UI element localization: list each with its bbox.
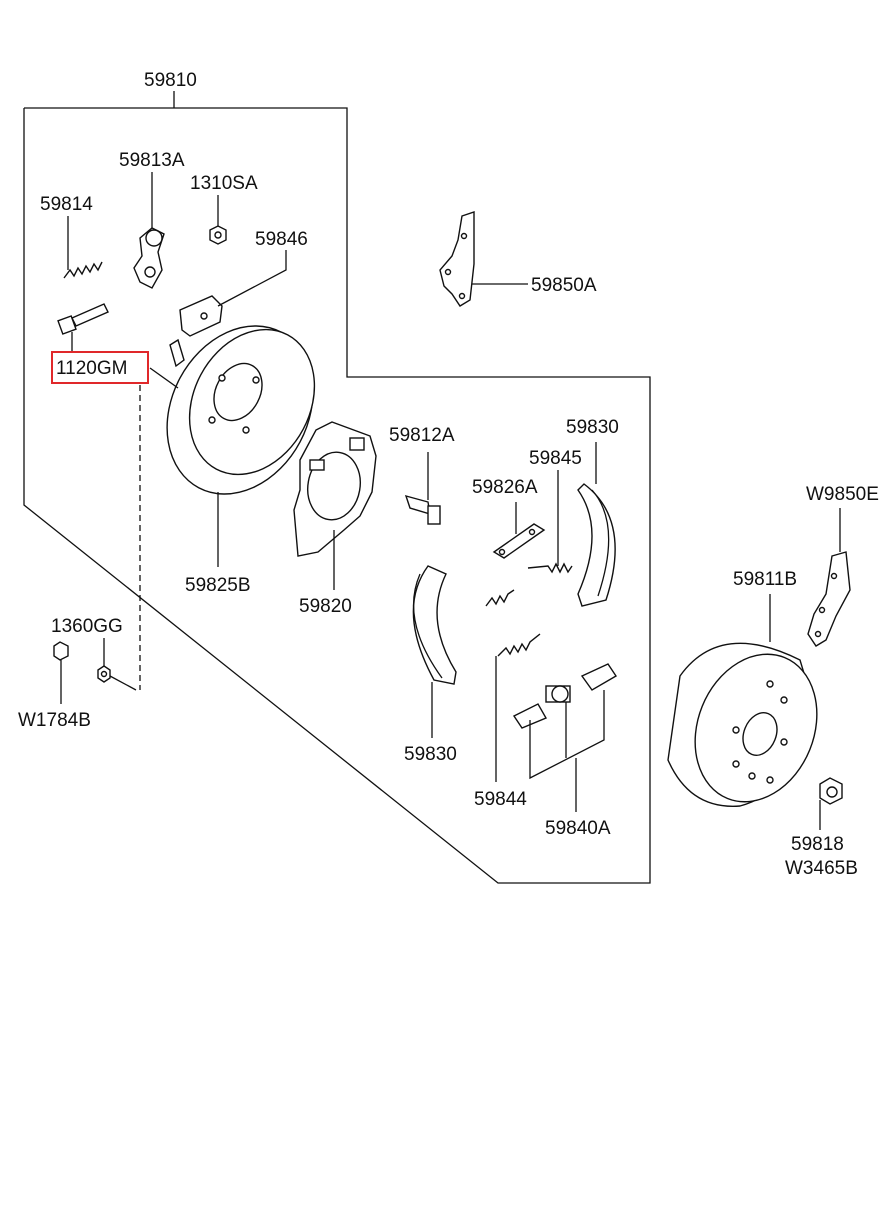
label-backing-plate: 59820 (299, 596, 352, 617)
label-shoe-bottom: 59830 (404, 744, 457, 765)
link-59826-part (492, 523, 546, 559)
bracket-w9850-part (807, 551, 851, 647)
shoe-top-part (577, 483, 616, 607)
leader-adjuster-a (529, 690, 605, 780)
drum-outer-part (667, 642, 818, 807)
label-nut-1360: 1360GG (51, 616, 123, 637)
assembly-boundary (23, 107, 651, 884)
label-bolt-1120: 1120GM (56, 358, 127, 379)
lever-arm-part (133, 227, 165, 289)
nut-1360-part (53, 641, 111, 683)
leader-plate-59846 (217, 250, 287, 307)
label-drum-outer: 59811B (733, 569, 797, 590)
label-assembly: 59810 (144, 70, 197, 91)
drum-inner-part (166, 325, 316, 495)
label-spring-59844: 59844 (474, 789, 527, 810)
label-nut-59818: 59818 (791, 834, 844, 855)
shoe-bottom-part (412, 565, 457, 685)
nut-1310-part (209, 225, 227, 245)
label-nut-w3465: W3465B (785, 858, 858, 879)
label-shoe-top: 59830 (566, 417, 619, 438)
label-plate-59846: 59846 (255, 229, 308, 250)
label-drum-inner: 59825B (185, 575, 251, 596)
label-nut-1310: 1310SA (190, 173, 258, 194)
label-spring-59845: 59845 (529, 448, 582, 469)
spring-59845-part (527, 562, 573, 574)
spring-59844-part (497, 633, 541, 657)
bolt-1120-part (57, 303, 109, 335)
spring-59814-part (63, 261, 103, 279)
adjuster-part (512, 663, 617, 729)
nut-59818-part (819, 777, 843, 805)
spring-small-part (485, 589, 515, 607)
label-link-59826: 59826A (472, 477, 538, 498)
leader-bolt-to-drum (149, 367, 179, 389)
label-bracket-59850: 59850A (531, 275, 597, 296)
label-adjuster: 59840A (545, 818, 611, 839)
label-bracket-w9850: W9850E (806, 484, 879, 505)
label-pin-59812: 59812A (389, 425, 455, 446)
label-spring-59814: 59814 (40, 194, 93, 215)
backing-plate-part (293, 421, 377, 557)
highlight-box (51, 351, 149, 384)
label-lever-arm: 59813A (119, 150, 185, 171)
label-washer-w1784: W1784B (18, 710, 91, 731)
plate-59846-part (179, 295, 223, 337)
pin-59812-part (404, 494, 441, 525)
leader-nut-1360-b (109, 675, 137, 691)
bracket-59850-part (439, 211, 475, 307)
